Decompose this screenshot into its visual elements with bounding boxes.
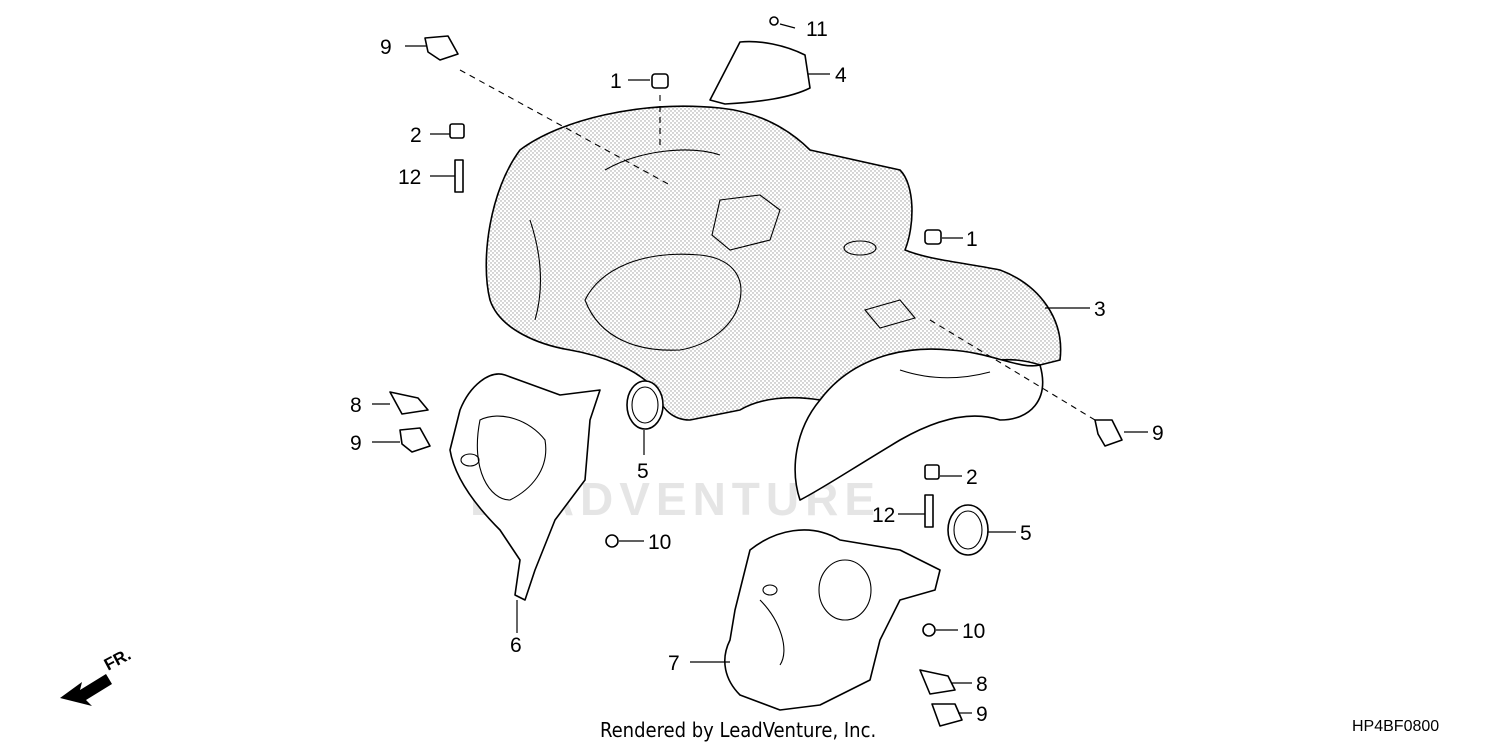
callout-11: 11 [806, 18, 828, 41]
callout-7: 7 [668, 652, 680, 675]
callout-numbers: 11 9 1 4 2 12 1 3 8 9 9 5 2 12 5 10 6 10… [350, 18, 1164, 726]
diagram-code: HP4BF0800 [1352, 718, 1440, 735]
callout-8-left: 8 [350, 394, 362, 417]
leader-lines [372, 23, 1148, 714]
callout-5-left: 5 [637, 460, 649, 483]
callout-9-top-left: 9 [380, 36, 392, 59]
callout-12-left: 12 [398, 166, 421, 189]
ring-right-inner [953, 510, 983, 550]
callout-8-right: 8 [976, 673, 988, 696]
alignment-line-left [459, 69, 671, 186]
callout-1-top: 1 [610, 70, 622, 93]
callout-9-bottom: 9 [976, 703, 988, 726]
callout-3: 3 [1094, 298, 1106, 321]
fasteners [389, 16, 1123, 727]
ring-left [626, 380, 664, 430]
callout-9-right: 9 [1152, 422, 1164, 445]
callout-9-left: 9 [350, 432, 362, 455]
right-inner-fender [724, 529, 941, 711]
ring-left-inner [631, 386, 659, 424]
rear-fender [485, 105, 1062, 501]
callout-12-right: 12 [872, 504, 895, 527]
callout-2-left: 2 [410, 124, 422, 147]
callout-6: 6 [510, 634, 522, 657]
render-credit: Rendered by LeadVenture, Inc. [600, 718, 877, 742]
cover-lid [709, 40, 811, 105]
callout-4: 4 [835, 64, 847, 87]
callout-10-left: 10 [648, 531, 671, 554]
left-inner-fender [449, 373, 601, 601]
front-direction-arrow [60, 674, 112, 706]
callout-2-right: 2 [966, 466, 978, 489]
callout-5-right: 5 [1020, 522, 1032, 545]
callout-10-right: 10 [962, 620, 985, 643]
callout-1-right: 1 [966, 228, 978, 251]
